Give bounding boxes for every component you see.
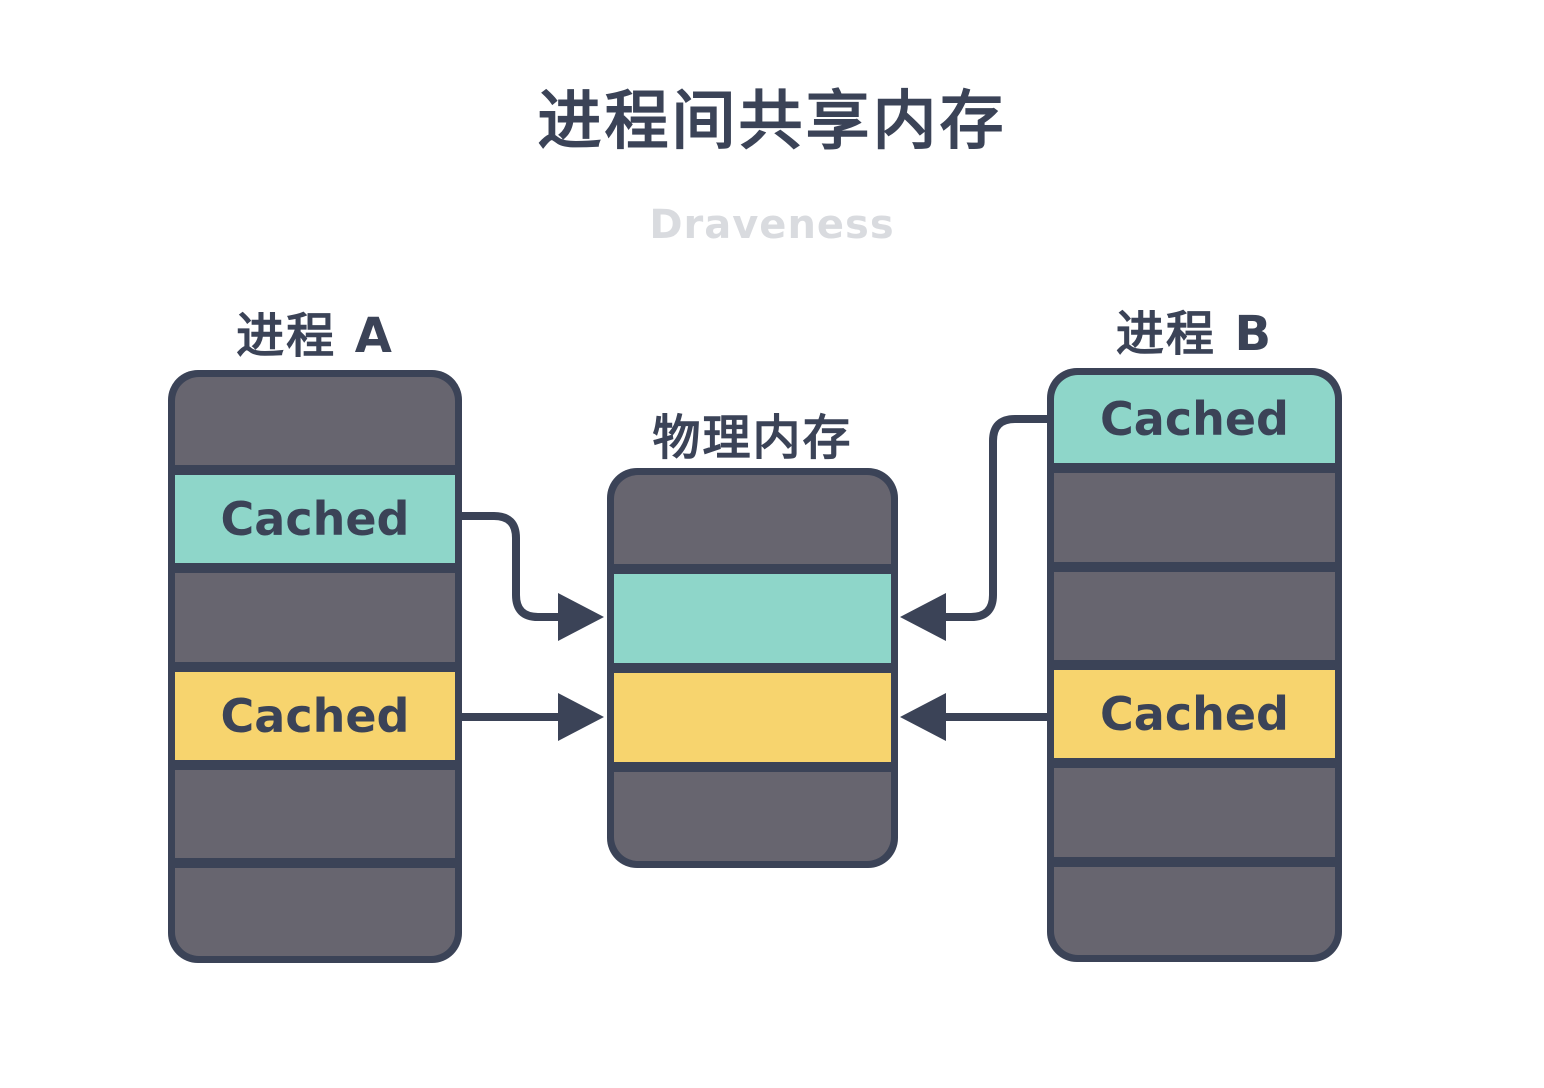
memory-segment (614, 772, 891, 861)
arrow-a-yellow-to-memory-icon (462, 693, 604, 741)
memory-segment (175, 377, 455, 466)
process-b-column: Cached Cached (1047, 368, 1342, 962)
process-a-column: Cached Cached (168, 370, 462, 963)
segment-label: Cached (220, 492, 410, 547)
memory-segment-cached: Cached (1054, 669, 1335, 759)
memory-segment (1054, 866, 1335, 955)
segment-label: Cached (1100, 687, 1289, 742)
arrow-b-yellow-to-memory-icon (900, 693, 1047, 741)
arrow-b-teal-to-memory-icon (900, 415, 1047, 641)
memory-segment (1054, 571, 1335, 660)
physical-memory-label: 物理内存 (652, 410, 853, 466)
memory-segment-cached: Cached (175, 475, 455, 564)
page-subtitle: Draveness (649, 202, 895, 248)
memory-segment-cached: Cached (1054, 375, 1335, 464)
memory-segment-cached: Cached (175, 671, 455, 760)
process-b-label: 进程 B (1115, 306, 1274, 362)
memory-segment (175, 573, 455, 662)
memory-segment (614, 475, 891, 564)
memory-segment (1054, 768, 1335, 857)
arrow-a-teal-to-memory-icon (462, 512, 604, 641)
segment-label: Cached (220, 688, 410, 743)
process-a-label: 进程 A (236, 308, 394, 364)
memory-segment-shared-yellow (614, 673, 891, 762)
memory-segment (1054, 473, 1335, 562)
segment-label: Cached (1100, 392, 1289, 447)
memory-segment (175, 769, 455, 858)
physical-memory-column (607, 468, 898, 868)
memory-segment-shared-teal (614, 574, 891, 663)
memory-segment (175, 867, 455, 957)
page-title: 进程间共享内存 (537, 85, 1007, 159)
